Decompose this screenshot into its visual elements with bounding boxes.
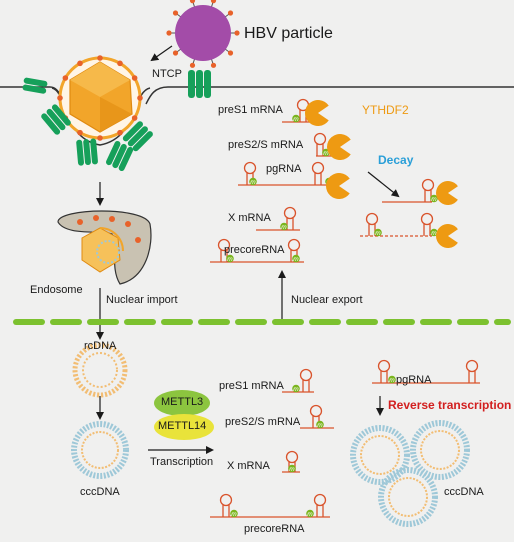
svg-text:m: m [293, 386, 299, 393]
ythdf2-label: YTHDF2 [362, 103, 409, 117]
entering-virus-icon [57, 55, 143, 141]
nuc-pres2s-rna: m [300, 404, 334, 429]
svg-text:m: m [293, 116, 299, 123]
nuc-pgrna-rna: m [372, 359, 480, 384]
svg-text:m: m [307, 511, 313, 518]
mettl3-label: METTL3 [161, 396, 204, 408]
cccdna-left-icon [71, 421, 129, 479]
rcdna-icon [72, 342, 128, 398]
cyto-x-rna: m [256, 206, 300, 231]
nuc-pres2s-label: preS2/S mRNA [225, 416, 301, 428]
endosome-icon [57, 210, 152, 285]
ntcp-receptor-icon [188, 70, 211, 98]
ntcp-cluster-icon [22, 77, 153, 172]
decay-arrow [367, 171, 400, 198]
svg-text:m: m [317, 422, 323, 429]
svg-text:m: m [281, 224, 287, 231]
nuc-pgrna-label: pgRNA [396, 374, 432, 386]
nuc-precore-label: precoreRNA [244, 523, 305, 535]
endosome-label: Endosome [30, 284, 83, 296]
svg-text:m: m [231, 511, 237, 518]
mettl3-mettl14-complex-icon [154, 390, 214, 440]
hbv-particle-label: HBV particle [244, 25, 333, 42]
cyto-pgrna-rna: mm [238, 161, 350, 200]
svg-text:m: m [289, 466, 295, 473]
svg-text:m: m [250, 179, 256, 186]
ntcp-label: NTCP [152, 68, 182, 80]
cyto-pres1-label: preS1 mRNA [218, 104, 283, 116]
nuc-x-rna: m [282, 450, 300, 473]
transcription-label: Transcription [150, 456, 214, 468]
decay-rna-1: m [382, 178, 458, 205]
cccdna-cluster-icon [350, 420, 470, 527]
cyto-pgrna-label: pgRNA [266, 163, 302, 175]
cccdna-left-label: cccDNA [80, 486, 120, 498]
cyto-pres2s-label: preS2/S mRNA [228, 139, 304, 151]
nuc-x-label: X mRNA [227, 460, 270, 472]
reverse-transcription-label: Reverse transcription [388, 398, 512, 412]
svg-text:m: m [227, 256, 233, 263]
svg-text:m: m [323, 150, 329, 157]
svg-text:m: m [389, 377, 395, 384]
cccdna-right-label: cccDNA [444, 486, 484, 498]
nuclear-export-label: Nuclear export [291, 294, 363, 306]
svg-text:m: m [375, 230, 381, 237]
hbv-particle-icon [166, 0, 240, 68]
cyto-x-label: X mRNA [228, 212, 271, 224]
decay-label: Decay [378, 153, 414, 167]
svg-text:m: m [431, 196, 437, 203]
nuclear-import-label: Nuclear import [106, 294, 178, 306]
nuc-pres1-rna: m [282, 368, 314, 393]
cyto-precore-label: precoreRNA [224, 244, 285, 256]
rcdna-label: rcDNA [84, 340, 117, 352]
svg-text:m: m [293, 256, 299, 263]
mettl14-label: METTL14 [158, 420, 207, 432]
cyto-pres1-rna: m [282, 98, 329, 127]
attach-arrow [150, 45, 173, 62]
nuc-pres1-label: preS1 mRNA [219, 380, 284, 392]
cyto-pres2s-rna: m [313, 132, 351, 160]
svg-text:m: m [431, 230, 437, 237]
